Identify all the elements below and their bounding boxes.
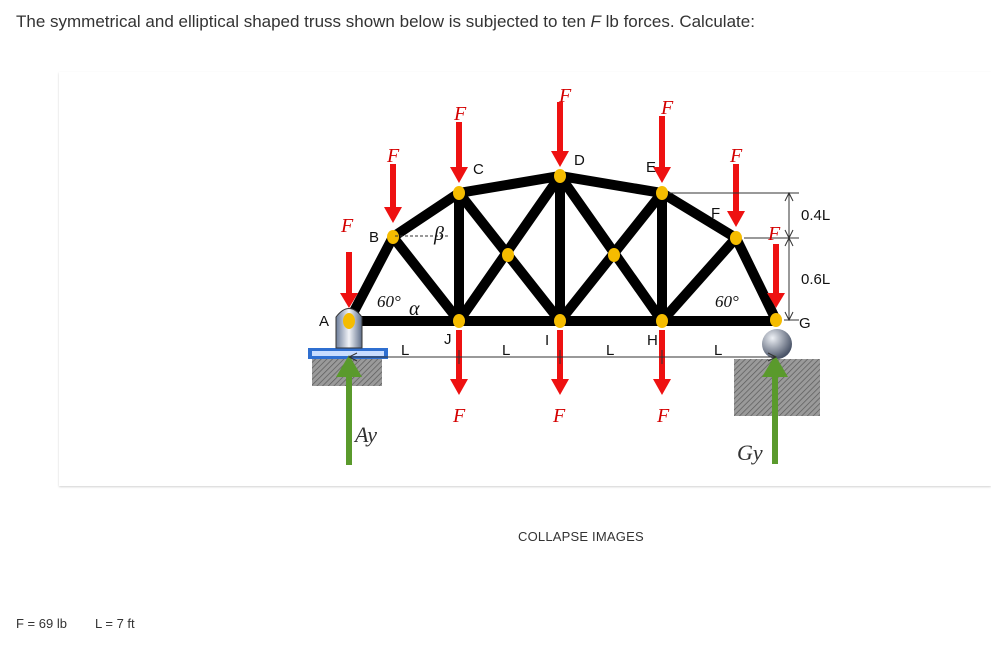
joint-mid-2 [608,248,620,262]
force-label-H: F [656,405,670,427]
node-label-G: G [799,315,811,332]
node-label-B: B [369,229,379,246]
force-label-D: F [558,85,572,107]
force-label-I: F [552,405,566,427]
force-label-E: F [660,97,674,119]
span-label-3: L [606,342,614,359]
node-label-H: H [647,332,658,349]
question-variable: F [590,12,601,31]
force-label-A: F [340,215,354,237]
node-label-J: J [444,331,452,348]
reaction-label-G: Gy [737,440,763,465]
reaction-label-A: Ay [353,422,377,447]
force-label-B: F [386,145,400,167]
force-label-G: F [767,223,781,245]
force-arrows [340,102,785,395]
node-label-A: A [319,313,329,330]
height-dimension [669,191,799,322]
joint-D [554,169,566,183]
question-prefix: The symmetrical and elliptical shaped tr… [16,12,591,31]
given-length: L = 7 ft [95,616,135,631]
joint-I [554,314,566,328]
angle-label-alpha: α [409,298,420,320]
span-label-4: L [714,342,722,359]
joint-C [453,186,465,200]
angle-label-60-left: 60° [377,292,401,311]
reaction-arrows [336,355,788,465]
truss-joints [343,169,782,329]
roller-support-G [762,329,792,359]
joint-J [453,314,465,328]
span-dimension [347,350,778,364]
node-label-E: E [646,159,656,176]
joint-H [656,314,668,328]
node-label-C: C [473,161,484,178]
node-label-F: F [711,205,720,222]
node-label-I: I [545,332,549,349]
span-label-2: L [502,342,510,359]
node-label-D: D [574,152,585,169]
force-label-F: F [729,145,743,167]
question-text: The symmetrical and elliptical shaped tr… [16,12,755,32]
dim-label-lower: 0.6L [801,271,830,288]
joint-F [730,231,742,245]
given-force: F = 69 lb [16,616,67,631]
force-label-J: F [452,405,466,427]
joint-B [387,230,399,244]
angle-label-60-right: 60° [715,292,739,311]
question-suffix: lb forces. Calculate: [600,12,755,31]
joint-mid-1 [502,248,514,262]
collapse-images-button[interactable]: COLLAPSE IMAGES [510,527,652,546]
truss-diagram: A B C D E F G H I J L L L L F F F F F F … [308,85,830,465]
joint-A [343,313,355,329]
joint-G [770,313,782,327]
span-label-1: L [401,342,409,359]
force-label-C: F [453,103,467,125]
truss-figure: A B C D E F G H I J L L L L F F F F F F … [59,72,991,486]
angle-label-beta: β [433,223,444,245]
dim-label-upper: 0.4L [801,207,830,224]
joint-E [656,186,668,200]
